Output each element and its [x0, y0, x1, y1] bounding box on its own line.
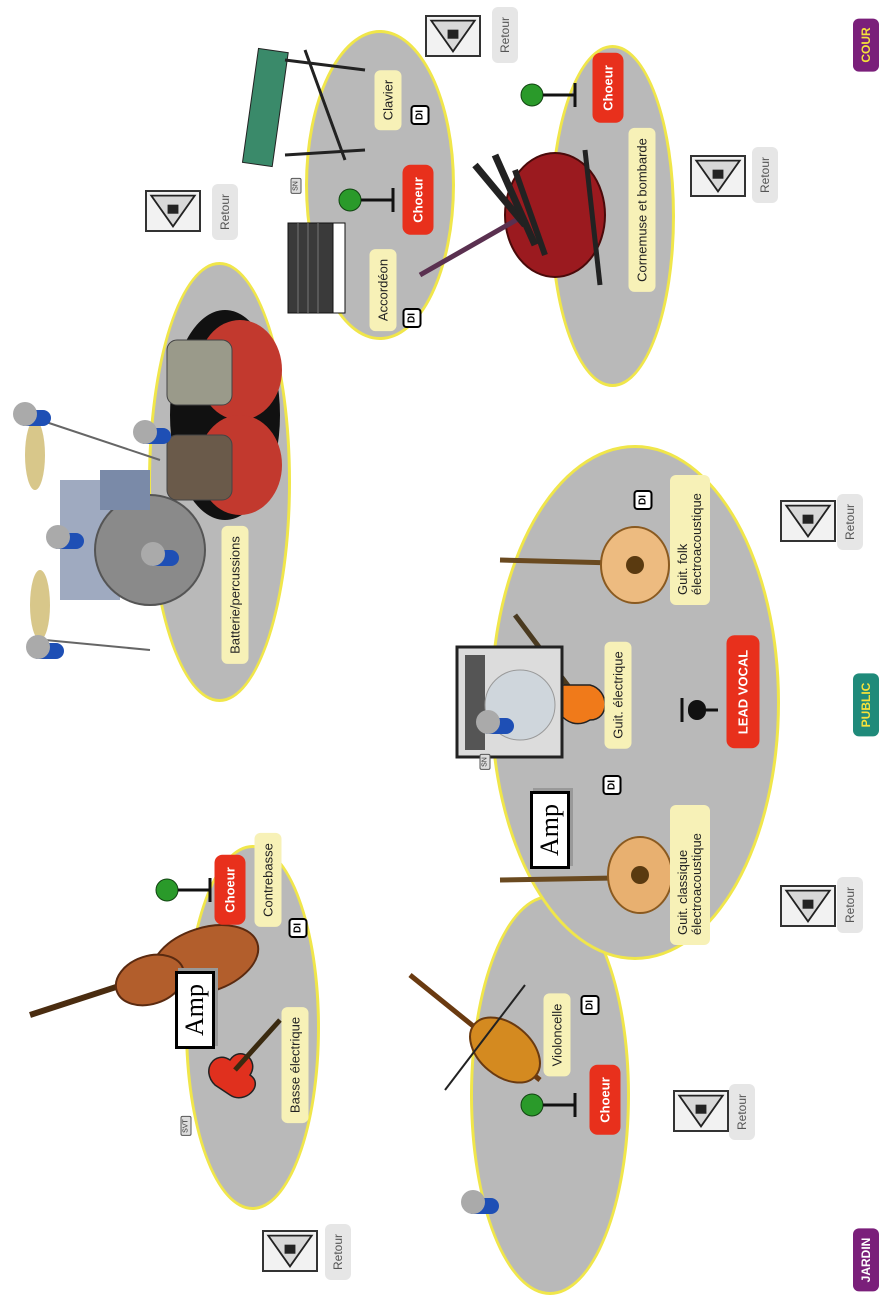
monitor-label: Retour: [325, 1223, 351, 1281]
instrument-label: Cornemuse et bombarde: [628, 128, 656, 292]
monitor-label: Retour: [837, 876, 863, 934]
instrument-label: Guit. classique électroacoustique: [670, 805, 710, 945]
speaker-wedge-icon: [145, 190, 201, 232]
keyboard-icon: [241, 47, 366, 168]
stand-tag: SN: [290, 178, 302, 194]
classical-guitar-icon: [499, 836, 673, 914]
stage-mic-icon: [13, 402, 51, 426]
monitor-label: Retour: [492, 6, 518, 64]
congas-icon: [166, 310, 282, 520]
stage-mic-icon: [46, 525, 84, 549]
amp-model-tag: SN: [479, 754, 491, 770]
bagpipe-icon: [418, 149, 606, 286]
choeur-label: Choeur: [589, 1065, 621, 1135]
amp-model-tag: SVT: [180, 1116, 192, 1136]
acoustic-amp: Amp: [530, 791, 570, 869]
instrument-label: Guit. folk électroacoustique: [670, 475, 710, 605]
monitor-label: Retour: [752, 146, 778, 204]
speaker-wedge-icon: [262, 1230, 318, 1272]
stage-mic-icon: [141, 542, 179, 566]
double-bass-icon: [29, 924, 260, 1018]
speaker-wedge-icon: [780, 885, 836, 927]
cello-icon: [408, 973, 542, 1091]
electric-bass-icon: [208, 1018, 282, 1099]
monitor-label: Retour: [212, 183, 238, 241]
monitor-label: Retour: [837, 493, 863, 551]
monitor-label: Retour: [729, 1083, 755, 1141]
speaker-wedge-icon: [673, 1090, 729, 1132]
instrument-label: Accordéon: [369, 248, 397, 332]
di-box: DI: [602, 775, 622, 795]
di-box: DI: [288, 918, 308, 938]
folk-guitar-icon: [499, 526, 670, 604]
instrument-label: Guit. électrique: [604, 641, 632, 749]
choir-mic-stand-icon: [338, 188, 395, 212]
di-box: DI: [410, 105, 430, 125]
speaker-wedge-icon: [780, 500, 836, 542]
lead-vocal-label: LEAD VOCAL: [726, 635, 760, 749]
side-jardin: JARDIN: [853, 1228, 879, 1292]
di-box: DI: [402, 308, 422, 328]
instrument-label: Clavier: [374, 69, 402, 131]
lead-microphone-icon: [680, 698, 718, 722]
stage-mic-icon: [133, 420, 171, 444]
instrument-label: Contrebasse: [254, 833, 282, 927]
choeur-label: Choeur: [592, 53, 624, 123]
speaker-wedge-icon: [425, 15, 481, 57]
di-box: DI: [633, 490, 653, 510]
choir-mic-stand-icon: [155, 878, 212, 902]
stage-mic-icon: [461, 1190, 499, 1214]
instrument-label: Batterie/percussions: [221, 526, 249, 664]
choir-mic-stand-icon: [520, 1093, 577, 1117]
choeur-label: Choeur: [402, 165, 434, 235]
instrument-label: Violoncelle: [543, 993, 571, 1077]
choir-mic-stand-icon: [520, 83, 577, 107]
stage-mic-icon: [476, 710, 514, 734]
accordion-icon: [287, 222, 346, 314]
di-box: DI: [580, 995, 600, 1015]
choeur-label: Choeur: [214, 855, 246, 925]
side-cour: COUR: [853, 18, 879, 72]
instrument-label: Basse électrique: [281, 1006, 309, 1124]
bass-amp: Amp: [175, 971, 215, 1049]
side-public: PUBLIC: [853, 673, 879, 737]
speaker-wedge-icon: [690, 155, 746, 197]
stage-mic-icon: [26, 635, 64, 659]
